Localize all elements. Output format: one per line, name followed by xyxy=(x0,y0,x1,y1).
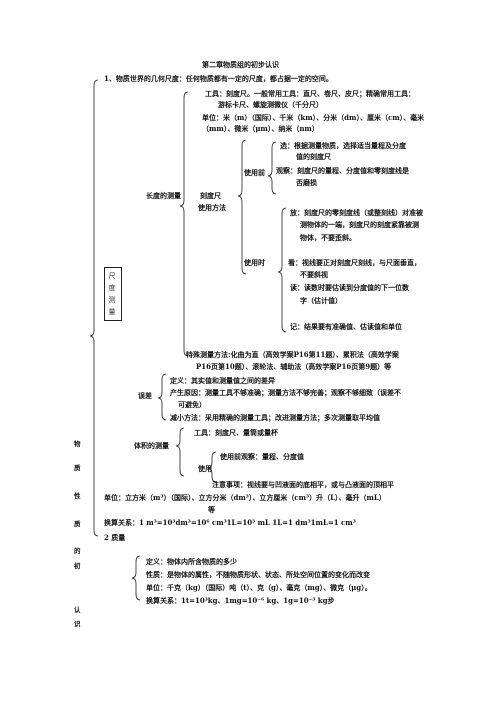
record-line: 记：结果要有准确值、估读值和单位 xyxy=(290,322,402,331)
section-2-heading: 2 质量 xyxy=(104,533,126,542)
ruler-measure-box xyxy=(104,267,122,321)
volume-before-use: 使用前观察：量程、分度值 xyxy=(220,452,304,461)
side-char-5: 的 xyxy=(74,547,81,555)
look-line-2: 不要斜视 xyxy=(300,270,328,279)
tools-line-1: 工具：刻度尺。一般常用工具：直尺、卷尺、皮尺；精确常用工具： xyxy=(205,89,415,98)
box-char-3: 测 xyxy=(108,296,116,304)
tools-line-2: 游标卡尺、螺旋测微仪（千分尺） xyxy=(218,100,323,109)
mass-units: 单位：千克（kg）（国际）吨（t）、克（g）、毫克（mg）、微克（μg）。 xyxy=(146,583,372,592)
box-char-2: 度 xyxy=(108,284,116,292)
side-char-3: 性 xyxy=(74,492,81,500)
error-label: 误差 xyxy=(138,391,152,400)
mass-property: 性质：是物体的属性，不随物质形状、状态、所处空间位置的变化而改变 xyxy=(146,570,370,579)
read-line-2: 字（估计值） xyxy=(300,296,342,305)
volume-convert: 换算关系：1 m³=10³dm³=10⁶ cm³1L=10³ mL 1L=1 d… xyxy=(104,518,356,527)
units-line-2: （mm）、微米（μm）、纳米（nm） xyxy=(202,124,319,133)
before-use-label: 使用前 xyxy=(244,168,265,177)
observe-line-1: 观察：刻度尺的量程、分度值和零刻度线是 xyxy=(276,166,409,175)
side-char-4: 质 xyxy=(74,520,81,528)
box-char-1: 尺 xyxy=(108,272,116,280)
volume-note: 注意事项：视线要与凹液面的底相平，或与凸液面的顶相平 xyxy=(212,480,394,489)
choose-line-2: 值的刻度尺 xyxy=(296,152,331,161)
mass-definition: 定义：物体内所含物质的多少 xyxy=(146,557,237,566)
side-char-2: 质 xyxy=(74,464,81,472)
place-line-1: 放：刻度尺的零刻度线（或整刻线）对准被 xyxy=(290,208,423,217)
volume-use-label: 使用 xyxy=(198,464,212,473)
mass-convert: 换算关系：1t=10³kg、1mg=10⁻⁶ kg、1g=10⁻³ kg步 xyxy=(146,596,335,605)
ruler-label: 刻度尺 xyxy=(200,191,221,200)
side-char-1: 物 xyxy=(74,440,81,448)
place-line-2: 测物体的一端，刻度尺的刻度紧靠被测 xyxy=(300,220,419,229)
special-line-1: 特殊测量方法:化曲为直（高效学案P16第11题）、累积法（高效学案 xyxy=(186,350,399,359)
error-definition: 定义：其实值和测量值之间的差异 xyxy=(170,376,275,385)
choose-line-1: 选：根据测量物质，选择适当量程及分度 xyxy=(280,141,406,150)
error-cause-1: 产生原因：测量工具不够准确；测量方法不够完善；观察不够细致（误差不 xyxy=(170,388,401,397)
volume-units-1: 单位：立方米（m³）（国际）、立方分米（dm³）、立方厘米（cm³）升（L）、毫… xyxy=(104,493,386,502)
error-cause-2: 可避免） xyxy=(178,400,206,409)
box-char-4: 量 xyxy=(108,308,116,316)
method-label: 使用方法 xyxy=(198,203,226,212)
section-1-heading: 1、物质世界的几何尺度：任何物质都有一定的尺度，都占据一定的空间。 xyxy=(104,74,333,83)
volume-tools: 工具：刻度尺、量筒或量杯 xyxy=(194,428,278,437)
special-line-2: P16页第10题）、滚轮法、辅助法（高效学案P16页第9题）等 xyxy=(196,362,392,371)
side-char-6: 初 xyxy=(74,562,81,570)
volume-measure-label: 体积的测量 xyxy=(134,441,169,450)
units-line-1: 单位：米（m）（国际）、千米（km）、分米（dm）、厘米（cm）、毫米 xyxy=(202,113,425,122)
length-measure-label: 长度的测量 xyxy=(146,191,181,200)
observe-line-2: 否磨损 xyxy=(296,178,317,187)
page-title: 第二章物质组的初步认识 xyxy=(202,60,279,69)
side-char-8: 识 xyxy=(74,620,81,628)
volume-units-2: 等 xyxy=(208,505,215,514)
read-line-1: 读：读数时要估读到分度值的下一位数 xyxy=(290,283,409,292)
error-reduce: 减小方法：采用精确的测量工具；改进测量方法；多次测量取平均值 xyxy=(170,413,380,422)
look-line-1: 看：视线要正对刻度尺刻线，与尺面垂直， xyxy=(288,258,421,267)
place-line-3: 物体，不要歪斜。 xyxy=(300,233,356,242)
side-char-7: 认 xyxy=(74,606,81,614)
during-use-label: 使用时 xyxy=(244,258,265,267)
